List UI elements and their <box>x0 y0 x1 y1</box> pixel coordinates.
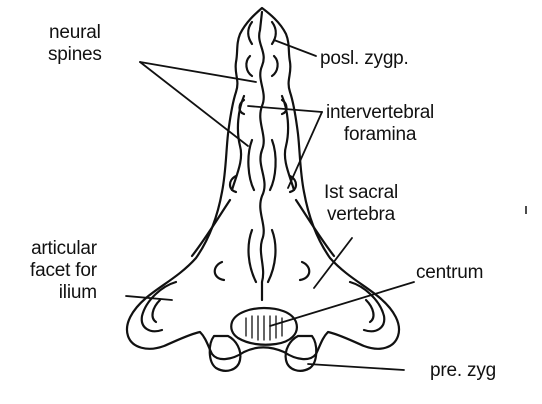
label-neural-spines-line-2: spines <box>48 44 102 66</box>
label-foramina-line-1: intervertebral <box>326 102 434 124</box>
leader-neural-spines-1 <box>140 62 256 82</box>
label-first-sacral-vertebra: Ist sacral vertebra <box>324 182 398 226</box>
leader-foramina-2 <box>288 112 322 188</box>
label-sacral-line-1: Ist sacral <box>324 182 398 204</box>
leader-pre-zyg <box>308 364 404 370</box>
label-centrum: centrum <box>416 262 483 284</box>
leader-sacral <box>314 238 352 288</box>
label-sacral-line-2: vertebra <box>324 204 398 226</box>
label-foramina-line-2: foramina <box>326 124 434 146</box>
label-articular-line-3: ilium <box>30 282 97 304</box>
leader-post-zyg <box>274 40 316 56</box>
label-neural-spines-line-1: neural <box>48 22 102 44</box>
right-pre-zyg <box>286 336 317 371</box>
leader-centrum <box>270 282 414 326</box>
label-post-zygp: posl. zygp. <box>320 48 409 70</box>
neural-spine-ridge <box>259 12 264 300</box>
label-intervertebral-foramina: intervertebral foramina <box>326 102 434 146</box>
label-articular-line-2: facet for <box>30 260 97 282</box>
label-pre-zyg: pre. zyg <box>430 360 496 382</box>
label-articular-line-1: articular <box>30 238 97 260</box>
label-neural-spines: neural spines <box>48 22 102 66</box>
label-articular-facet: articular facet for ilium <box>30 238 97 304</box>
left-pre-zyg <box>210 336 241 371</box>
